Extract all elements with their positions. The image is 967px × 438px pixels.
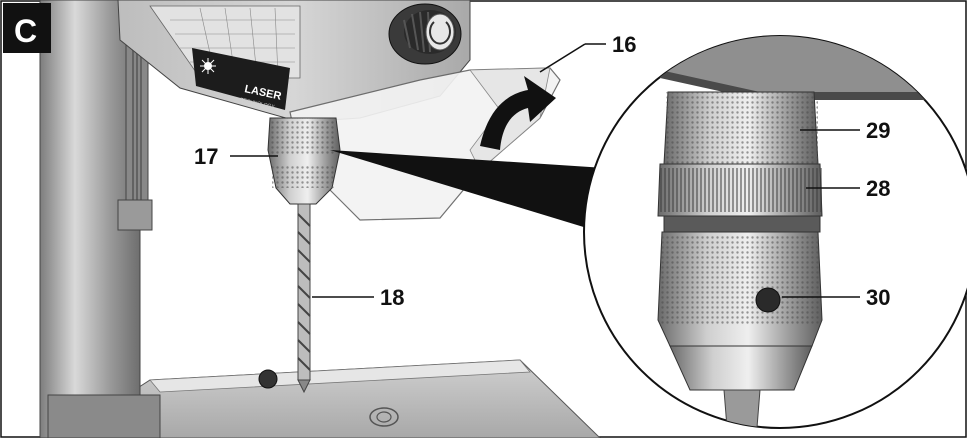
callout-16: 16 bbox=[612, 32, 636, 57]
rotate-arrow-icon bbox=[480, 76, 556, 150]
callout-leaders bbox=[230, 43, 860, 298]
rack-teeth bbox=[130, 42, 144, 228]
chuck-nose bbox=[669, 345, 813, 391]
callout-28: 28 bbox=[866, 176, 890, 201]
callout-29: 29 bbox=[866, 118, 890, 143]
base-hole bbox=[258, 369, 278, 389]
laser-label-plate bbox=[192, 48, 290, 110]
small-chuck bbox=[267, 117, 341, 205]
figure-badge: C bbox=[3, 3, 51, 53]
callout-17: 17 bbox=[194, 144, 218, 169]
bosch-logo-icon bbox=[369, 407, 399, 427]
base-plate-edge bbox=[149, 359, 531, 393]
column-foot bbox=[47, 394, 161, 438]
figure-badge-letter: C bbox=[14, 13, 37, 49]
laser-star-icon bbox=[200, 58, 216, 74]
zoom-wedge bbox=[330, 150, 605, 232]
drill-press-scene: LASER TECHNOLOGY bbox=[39, 0, 601, 438]
callout-18: 18 bbox=[380, 285, 404, 310]
drill-bit bbox=[297, 203, 311, 394]
rack-collar bbox=[117, 199, 153, 231]
depth-scale-panel bbox=[149, 5, 301, 79]
chuck-key-hole bbox=[755, 287, 781, 313]
speed-knob bbox=[388, 3, 462, 65]
callout-30: 30 bbox=[866, 285, 890, 310]
